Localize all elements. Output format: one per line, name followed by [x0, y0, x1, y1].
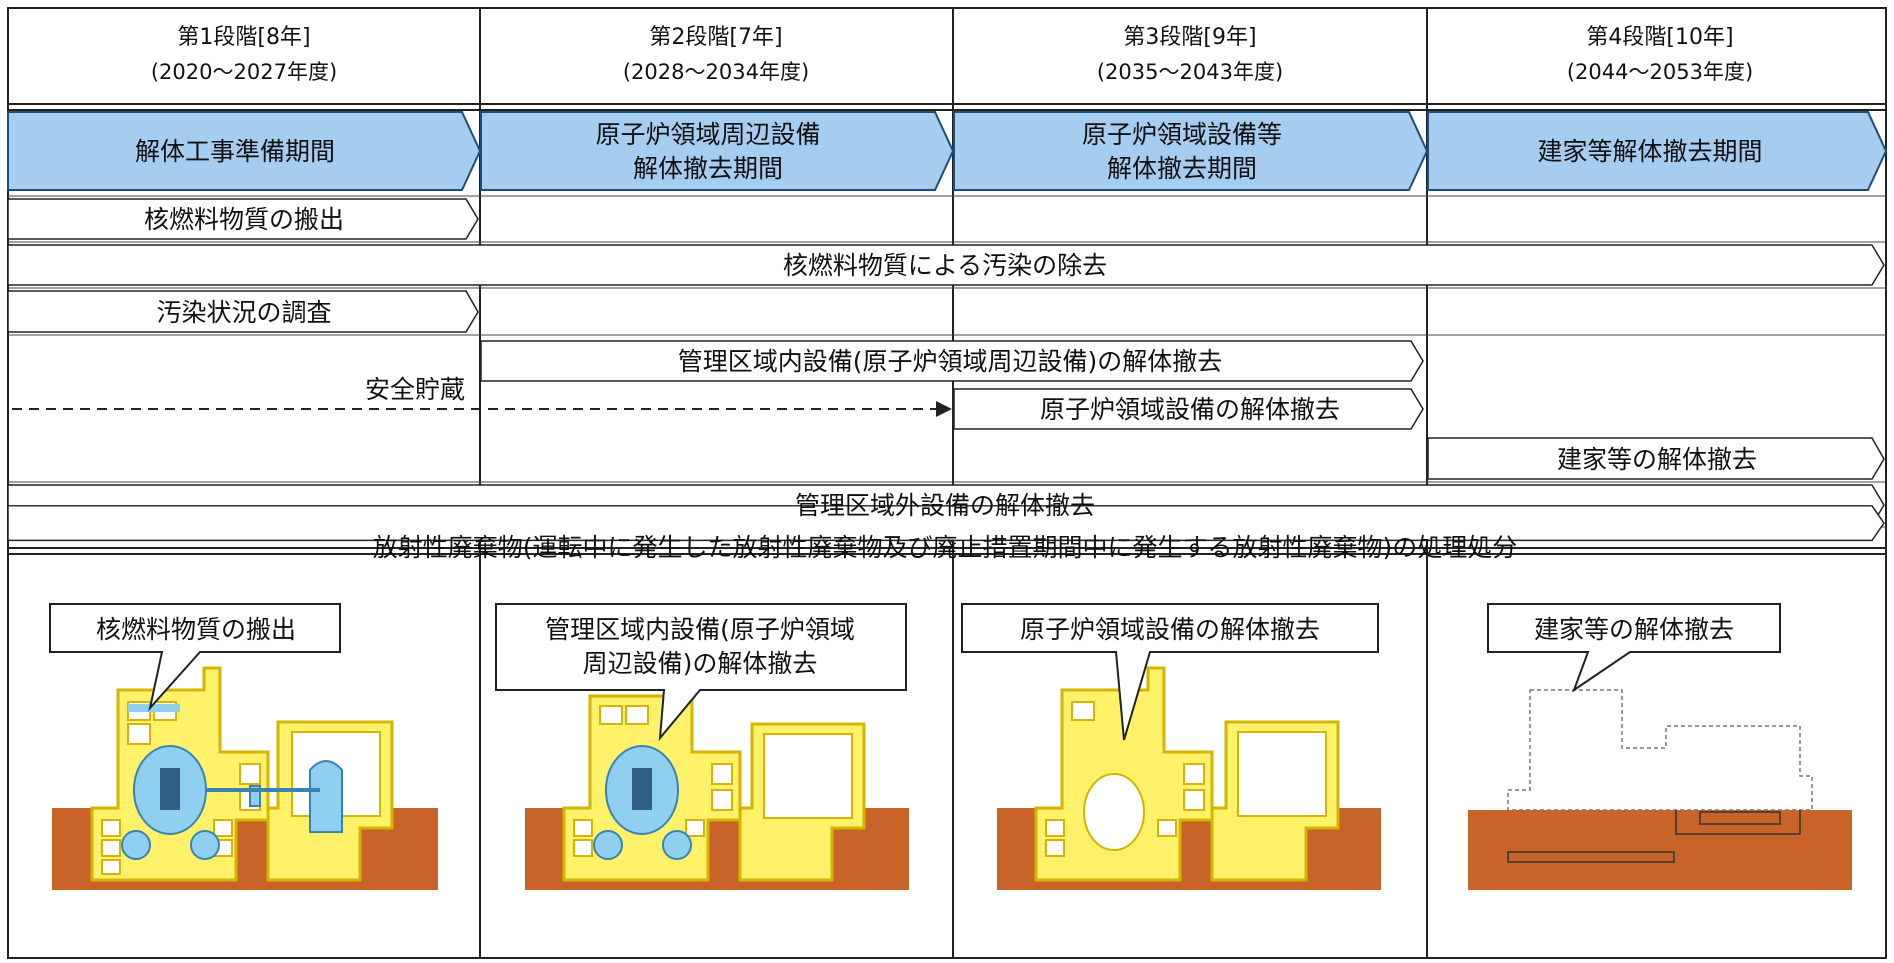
outer-frame [7, 7, 1887, 959]
table-grid [7, 7, 1887, 959]
phase-arrow-2 [480, 111, 955, 191]
task-arrow-waste-processing [7, 505, 1885, 542]
phase-2-label-line1: 原子炉領域周辺設備 [595, 120, 820, 149]
stage-1-title: 第1段階[8年] [177, 25, 310, 50]
task-reactor-dismantling-label: 原子炉領域設備の解体撤去 [1040, 395, 1340, 424]
callout-box-3 [961, 603, 1379, 741]
safe-storage-arrow: 安全貯蔵 [12, 375, 952, 417]
illustration-stage-2: 管理区域内設備(原子炉領域 周辺設備)の解体撤去 [495, 603, 909, 890]
turbine-hall-space [763, 733, 853, 819]
task-arrow-reactor-dismantling [953, 388, 1424, 430]
illustration-stage-4: 建家等の解体撤去 [1468, 603, 1852, 890]
phase-arrow-1 [7, 111, 482, 191]
callout-box-1 [49, 603, 341, 712]
task-decontamination-label: 核燃料物質による汚染の除去 [783, 251, 1107, 280]
phase-3-label-line1: 原子炉領域設備等 [1082, 120, 1282, 149]
illustration-stage-1: 核燃料物質の搬出 [49, 603, 438, 890]
task-contamination-survey-label: 汚染状況の調査 [156, 298, 331, 327]
callout-3-text: 原子炉領域設備の解体撤去 [1020, 615, 1320, 644]
task-arrow-fuel-removal [7, 198, 479, 240]
task-waste-processing-label: 放射性廃棄物(運転中に発生した放射性廃棄物及び廃止措置期間中に発生する放射性廃棄… [373, 533, 1518, 562]
task-labels: 核燃料物質の搬出 核燃料物質による汚染の除去 汚染状況の調査 管理区域内設備(原… [144, 205, 1757, 562]
task-fuel-removal-label: 核燃料物質の搬出 [144, 205, 344, 234]
turbine-equipment [309, 760, 343, 833]
remaining-foundation-1 [1507, 851, 1675, 863]
callout-box-2 [495, 603, 907, 742]
safe-storage-label: 安全貯蔵 [365, 375, 465, 404]
task-arrow-decontamination [7, 244, 1885, 286]
fuel-pool [128, 704, 180, 712]
stage-1-years: (2020～2027年度) [151, 60, 337, 84]
task-building-dismantling-label: 建家等の解体撤去 [1557, 445, 1757, 474]
phase-arrow-4 [1427, 111, 1888, 191]
stage-4-years: (2044～2053年度) [1567, 60, 1753, 84]
reactor-vessel [160, 768, 180, 810]
phase-2-label-line2: 解体撤去期間 [633, 154, 783, 183]
ground [1468, 810, 1852, 890]
turbine-hall-space [1237, 731, 1327, 817]
emptied-containment [1083, 773, 1145, 851]
callout-1-text: 核燃料物質の搬出 [96, 615, 296, 644]
stage-headers: 第1段階[8年] (2020～2027年度) 第2段階[7年] (2028～20… [151, 25, 1753, 84]
steam-generator-right [662, 830, 692, 860]
phase-labels: 解体工事準備期間 原子炉領域周辺設備 解体撤去期間 原子炉領域設備等 解体撤去期… [135, 120, 1763, 183]
phase-arrow-3 [953, 111, 1429, 191]
steam-generator-left [593, 830, 623, 860]
stage-3-years: (2035～2043年度) [1097, 60, 1283, 84]
phase-1-label: 解体工事準備期間 [135, 137, 335, 166]
stage-4-title: 第4段階[10年] [1586, 25, 1733, 50]
stage-3-title: 第3段階[9年] [1123, 25, 1256, 50]
task-outside-dismantling-label: 管理区域外設備の解体撤去 [795, 491, 1095, 520]
task-arrow-building-dismantling [1427, 437, 1885, 480]
callout-2-text-line1: 管理区域内設備(原子炉領域 [545, 615, 855, 644]
phase-4-label: 建家等解体撤去期間 [1537, 137, 1762, 166]
phase-chevrons [7, 111, 1888, 191]
reactor-vessel [632, 768, 652, 810]
task-peripheral-dismantling-label: 管理区域内設備(原子炉領域周辺設備)の解体撤去 [678, 347, 1223, 376]
steam-generator-right [190, 830, 220, 860]
demolished-building-outline [1507, 689, 1813, 811]
callout-2-text-line2: 周辺設備)の解体撤去 [583, 649, 818, 678]
remaining-foundation-2 [1675, 810, 1801, 835]
safe-storage-arrowhead [936, 401, 952, 417]
stage-2-title: 第2段階[7年] [649, 25, 782, 50]
task-arrows [7, 198, 1885, 542]
stage-2-years: (2028～2034年度) [623, 60, 809, 84]
illustration-stage-3: 原子炉領域設備の解体撤去 [961, 603, 1381, 890]
steam-generator-left [121, 830, 151, 860]
task-arrow-contamination-survey [7, 290, 479, 333]
phase-3-label-line2: 解体撤去期間 [1107, 154, 1257, 183]
callout-box-4 [1487, 603, 1781, 693]
callout-4-text: 建家等の解体撤去 [1534, 615, 1734, 644]
task-arrow-peripheral-dismantling [480, 340, 1424, 382]
